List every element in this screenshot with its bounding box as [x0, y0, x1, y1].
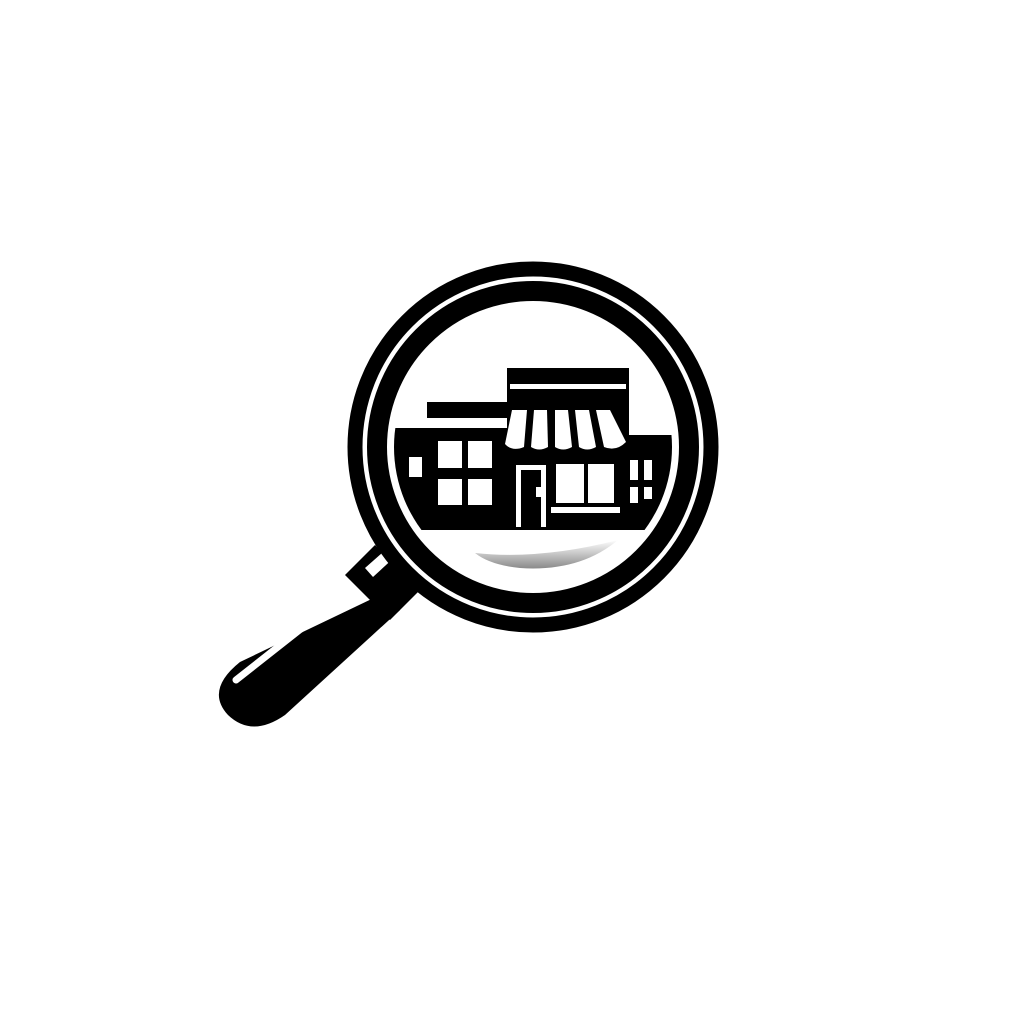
lens-reflection	[475, 540, 618, 569]
door	[516, 465, 546, 527]
handle-collar	[345, 545, 420, 620]
handle	[218, 545, 420, 727]
awning	[505, 410, 626, 450]
storefront-icon	[394, 368, 672, 569]
